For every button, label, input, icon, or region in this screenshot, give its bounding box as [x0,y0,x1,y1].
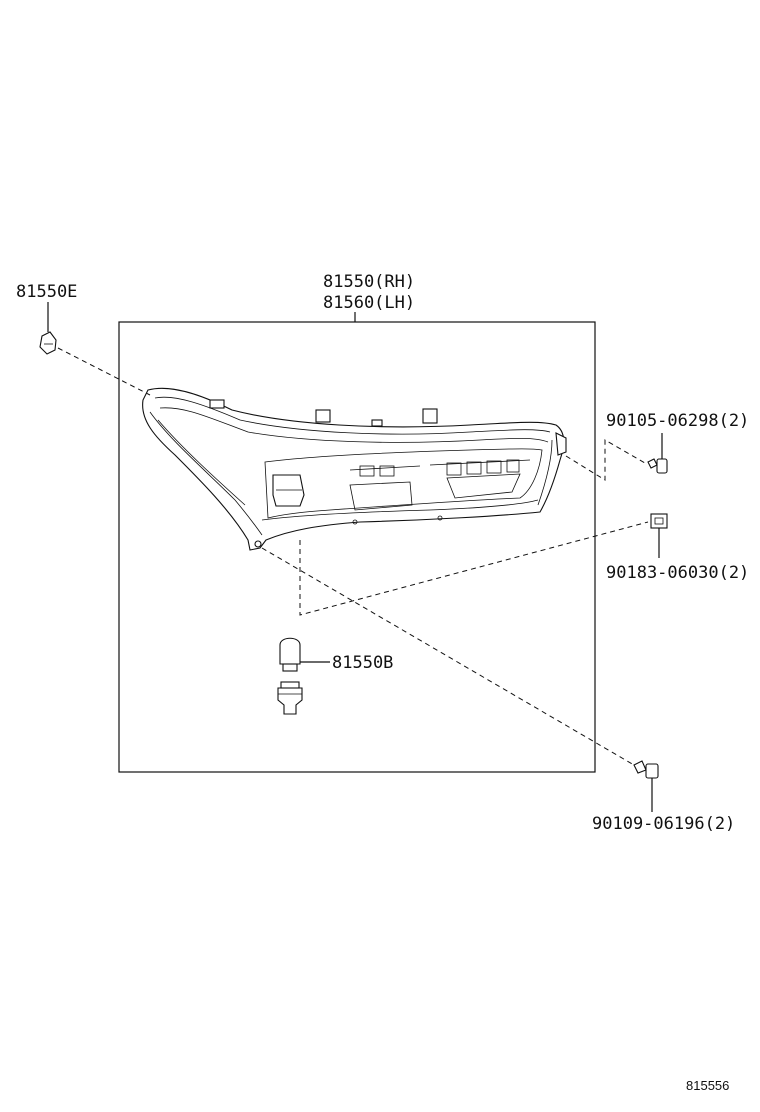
nut-90183-icon [650,513,668,558]
lamp-rh-label: 81550(RH) [323,272,415,292]
figure-id-label: 815556 [686,1078,729,1093]
assembly-boundary-box [118,321,596,773]
clip-81550e-icon [39,302,57,355]
clip-dashed-guide [57,347,151,396]
bulb-label: 81550B [332,653,393,673]
screw-bottom-label: 90109-06196(2) [592,814,735,834]
screw-bottom-dashed-guide [261,547,635,766]
clip-label: 81550E [16,282,77,302]
screw-top-label: 90105-06298(2) [606,411,749,431]
bulb-socket-icon [277,681,303,715]
nut-dashed-guide [299,521,649,616]
screw-top-dashed-guide [565,439,646,481]
screw-90105-icon [647,433,668,474]
bulb-81550b-icon [279,637,330,672]
turn-signal-lamp-assembly [142,387,567,551]
lamp-lh-label: 81560(LH) [323,293,415,313]
nut-label: 90183-06030(2) [606,563,749,583]
screw-90109-icon [633,760,659,812]
